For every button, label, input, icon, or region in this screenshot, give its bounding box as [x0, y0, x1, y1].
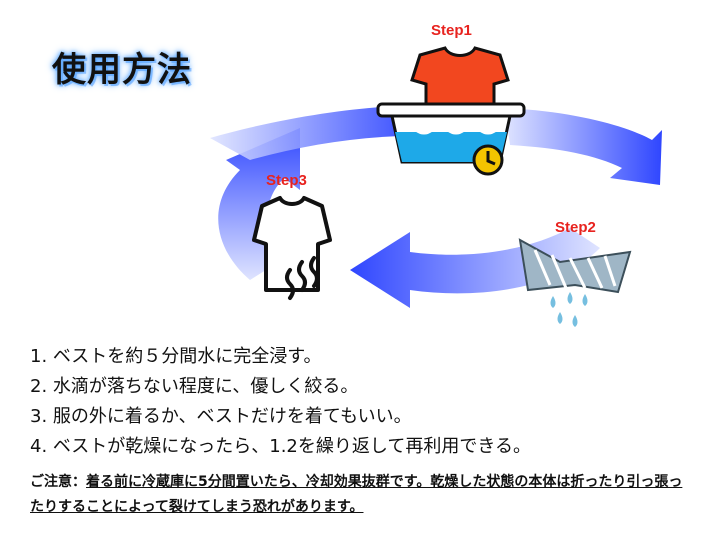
page-title: 使用方法 [52, 50, 192, 90]
instruction-item: 4. ベストが乾燥になったら、1.2を繰り返して再利用できる。 [30, 436, 531, 457]
step3-label: Step3 [266, 172, 307, 189]
shirt-with-steam-icon [252, 196, 332, 300]
caution-body: 着る前に冷蔵庫に5分間置いたら、冷却効果抜群です。乾燥した状態の本体は折ったり引… [30, 474, 683, 515]
instruction-list: 1. ベストを約５分間水に完全浸す。 2. 水滴が落ちない程度に、優しく絞る。 … [30, 342, 531, 462]
caution-lead: ご注意： [30, 474, 86, 490]
caution-note: ご注意：着る前に冷蔵庫に5分間置いたら、冷却効果抜群です。乾燥した状態の本体は折… [30, 470, 695, 520]
wrung-towel-dripping-icon [518, 238, 632, 327]
circular-arrows-icon [210, 106, 662, 308]
shirt-in-basin-with-clock-icon [376, 46, 526, 176]
step2-label: Step2 [555, 219, 596, 236]
instruction-item: 3. 服の外に着るか、ベストだけを着てもいい。 [30, 406, 412, 427]
step1-label: Step1 [431, 22, 472, 39]
instruction-item: 1. ベストを約５分間水に完全浸す。 [30, 346, 322, 367]
instruction-item: 2. 水滴が落ちない程度に、優しく絞る。 [30, 376, 359, 397]
